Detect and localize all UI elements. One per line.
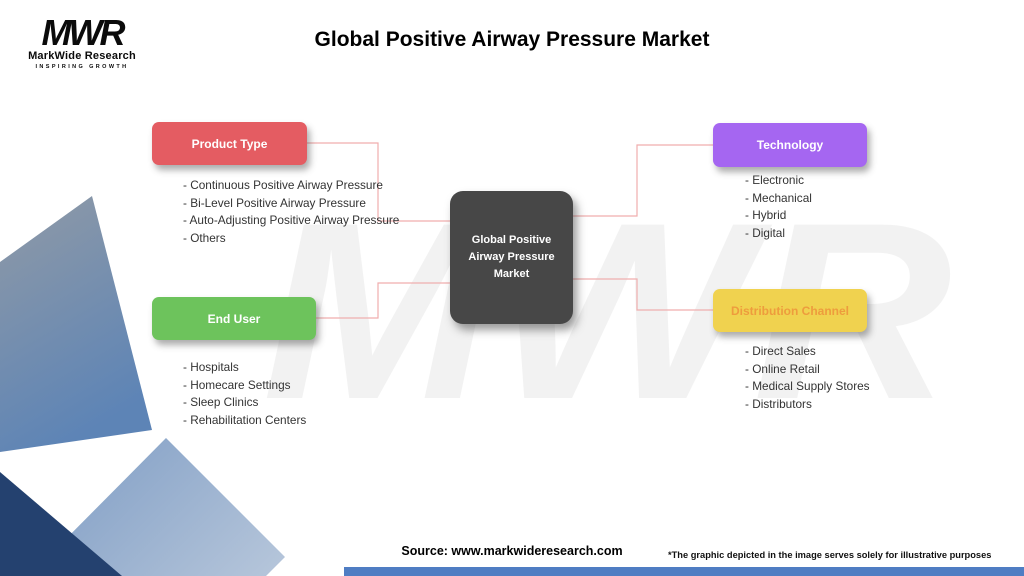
left-decor-shape — [0, 196, 152, 452]
list-item: - Digital — [745, 225, 785, 240]
list-item: - Hybrid — [745, 208, 787, 222]
markwide-logo: MWR MarkWide Research Inspiring Growth — [22, 12, 142, 71]
connector-distribution — [573, 278, 713, 311]
list-item: - Online Retail — [745, 361, 820, 376]
connector-lines — [307, 142, 713, 319]
end-user-header: End User — [152, 297, 316, 340]
list-item: - Rehabilitation Centers — [183, 412, 307, 427]
logo-name: MarkWide Research — [28, 50, 136, 62]
list-item: - Sleep Clinics — [183, 395, 259, 409]
end-user-list: - Hospitals - Homecare Settings - Sleep … — [183, 359, 306, 429]
list-item: - Bi-Level Positive Airway Pressure — [183, 195, 366, 210]
list-item: - Distributors — [745, 396, 812, 411]
disclaimer-text: *The graphic depicted in the image serve… — [668, 550, 992, 560]
page-title: Global Positive Airway Pressure Market — [314, 28, 710, 51]
list-item: - Electronic — [745, 173, 805, 187]
distribution-channel-list: - Direct Sales - Online Retail - Medical… — [745, 343, 870, 413]
bottom-bar — [344, 567, 1024, 576]
list-item: - Medical Supply Stores — [745, 379, 870, 393]
product-type-list: - Continuous Positive Airway Pressure - … — [183, 177, 399, 247]
list-item: - Direct Sales — [745, 344, 816, 358]
logo-tagline: Inspiring Growth — [35, 64, 129, 70]
distribution-channel-header: Distribution Channel — [713, 289, 867, 332]
center-node: Global Positive Airway Pressure Market — [450, 191, 573, 324]
corner-dark-shape — [0, 472, 122, 576]
product-type-header: Product Type — [152, 122, 307, 165]
source-text: Source: www.markwideresearch.com — [401, 544, 623, 558]
list-item: - Hospitals — [183, 360, 239, 374]
bottom-left-diamond — [48, 438, 285, 576]
connector-end-user — [316, 282, 450, 319]
connector-technology — [573, 144, 713, 217]
list-item: - Homecare Settings — [183, 377, 291, 392]
list-item: - Auto-Adjusting Positive Airway Pressur… — [183, 213, 400, 227]
logo-acronym: MWR — [41, 12, 126, 53]
list-item: - Others — [183, 230, 226, 245]
technology-list: - Electronic - Mechanical - Hybrid - Dig… — [745, 172, 812, 242]
list-item: - Mechanical — [745, 190, 812, 205]
technology-header: Technology — [713, 123, 867, 167]
connector-product-type — [307, 142, 450, 222]
list-item: - Continuous Positive Airway Pressure — [183, 178, 383, 192]
